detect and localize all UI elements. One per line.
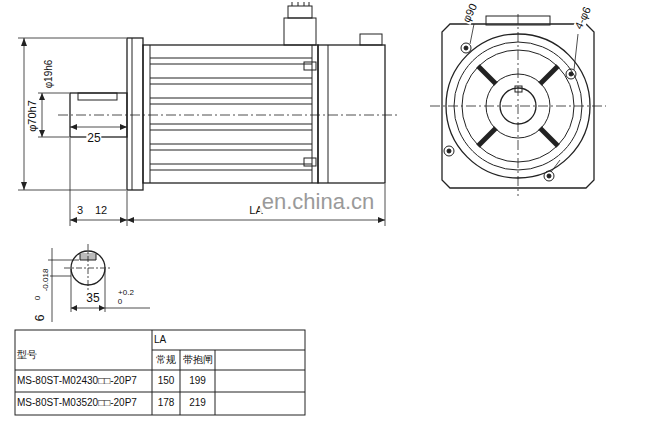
diameter-dimension: φ90 xyxy=(460,1,479,25)
table-cell: 150 xyxy=(152,370,180,392)
table-header: 带抱闸 xyxy=(180,350,215,370)
table-cell: 199 xyxy=(180,370,215,392)
length-dimension: 3 xyxy=(76,205,84,216)
cell-text: 178 xyxy=(158,398,175,408)
table-header: LA xyxy=(152,330,192,350)
cell-text: MS-80ST-M03520□□-20P7 xyxy=(17,398,137,408)
cell-text: 带抱闸 xyxy=(183,355,213,365)
tolerance: 0 xyxy=(34,295,42,301)
tolerance: 0 xyxy=(117,298,123,306)
length-dimension: 25 xyxy=(86,132,101,144)
cell-text: 型号 xyxy=(17,350,37,360)
tolerance: +0.2 xyxy=(117,289,135,297)
table-cell: MS-80ST-M02430□□-20P7 xyxy=(15,370,152,392)
cell-text: MS-80ST-M02430□□-20P7 xyxy=(17,376,137,386)
watermark: en.china.cn xyxy=(260,191,377,213)
tolerance: -0.018 xyxy=(42,268,50,293)
cell-text: LA xyxy=(154,335,166,345)
table-header: 常规 xyxy=(152,350,180,370)
key-dimension: 6 xyxy=(34,314,46,323)
table-cell: MS-80ST-M03520□□-20P7 xyxy=(15,392,152,414)
cell-text: 219 xyxy=(189,398,206,408)
table-header: 型号 xyxy=(15,340,152,370)
length-dimension: 12 xyxy=(94,205,108,216)
diameter-dimension: φ19h6 xyxy=(44,59,54,90)
cell-text: 常规 xyxy=(156,355,176,365)
cell-text: 150 xyxy=(158,376,175,386)
cell-text: 199 xyxy=(189,376,206,386)
table-cell: 219 xyxy=(180,392,215,414)
table-cell: 178 xyxy=(152,392,180,414)
diameter-dimension: φ70h7 xyxy=(27,99,38,133)
key-dimension: 35 xyxy=(85,292,100,304)
